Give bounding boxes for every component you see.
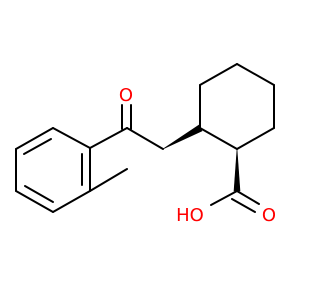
stereo-wedge-bond <box>162 124 203 150</box>
bond <box>52 190 91 213</box>
stereo-wedge-bond <box>233 148 241 192</box>
bond <box>199 127 238 150</box>
bond <box>231 198 256 213</box>
cyclohexane-ring <box>199 63 275 150</box>
bond <box>210 190 238 206</box>
bond <box>199 63 238 86</box>
aromatic-double-bond <box>24 185 54 203</box>
benzene-ring <box>15 127 91 213</box>
carboxyl-double-bond <box>231 190 260 213</box>
methyl-bond <box>89 168 128 192</box>
bond <box>15 127 54 150</box>
bond <box>15 190 54 213</box>
hydroxyl-label: HO <box>176 205 204 226</box>
bond <box>236 127 275 150</box>
bond <box>236 63 275 86</box>
bond <box>52 127 91 149</box>
bond <box>126 127 164 150</box>
ketone-oxygen-label: O <box>119 85 133 106</box>
bond <box>89 127 128 149</box>
ketone-double-bond <box>121 104 132 130</box>
chemical-structure: O O HO <box>15 63 276 226</box>
bond <box>236 190 260 205</box>
aromatic-double-bond <box>23 138 52 155</box>
carboxyl-oxygen-label: O <box>262 205 276 226</box>
